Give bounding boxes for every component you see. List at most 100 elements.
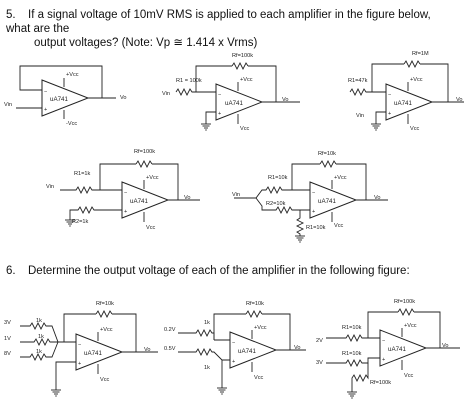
question-6-number: 6. [6, 265, 16, 277]
r2-label: R1=10k [342, 351, 362, 357]
input-resistor-1 [326, 333, 368, 343]
vcc-pos-label: +Vcc [146, 175, 159, 181]
opamp-symbol [215, 83, 264, 121]
vcc-neg-label: Vcc [254, 375, 264, 381]
vo-label: Vo [144, 347, 151, 353]
plus-sign: + [78, 361, 81, 367]
rf-resistor [135, 159, 153, 169]
opamp-symbol [379, 329, 428, 367]
opamp-symbol [309, 181, 358, 219]
vcc-pos-label: +Vcc [240, 77, 253, 83]
plus-sign: + [218, 111, 221, 117]
vcc-neg-label: Vcc [410, 126, 420, 132]
input-resistor-2 [178, 347, 230, 361]
circuit-inverting-1k: − + uA741 +Vcc Vcc Rf=100k R1=1k R2=1k V… [46, 149, 200, 231]
rf-resistor [95, 309, 113, 319]
circuit-inverting-100k: − + uA741 +Vcc Vcc Rf=100k R1 = 100k Vin… [162, 53, 300, 132]
r1-label: R1=10k [342, 325, 362, 331]
input-voltage-2: 3V [316, 360, 323, 366]
opamp-label: uA741 [225, 100, 243, 107]
input-resistor-2-label: 1k [204, 365, 210, 371]
opamp-label: uA741 [50, 96, 68, 103]
vcc-pos-label: +Vcc [100, 327, 113, 333]
circuit-mixed-inputs: − + uA741 +Vcc Vcc Rf=100k R1=10k R1=10k… [316, 299, 460, 399]
rf-resistor [403, 59, 421, 69]
question-5-line-2: output voltages? (Note: Vp ≅ 1.414 x Vrm… [34, 37, 258, 49]
plus-sign: + [312, 209, 315, 215]
ground-resistor-label: Rf=100k [370, 380, 391, 386]
question-5-number: 5. [6, 9, 16, 21]
minus-sign: − [388, 92, 391, 98]
vcc-pos-label: +Vcc [410, 77, 423, 83]
vcc-pos-label: +Vcc [66, 72, 79, 78]
rf-label: Rf=100k [394, 299, 415, 305]
plus-sign: + [232, 359, 235, 365]
rf-label: Rf=100k [232, 53, 253, 59]
question-6: 6.Determine the output voltage of each o… [6, 264, 466, 278]
circuit-summing-three-inputs: − + uA741 +Vcc Vcc Rf=10k 3V 1V 8V 1k 1k… [4, 301, 158, 397]
input-resistor-2-label: 1k [38, 334, 44, 340]
opamp-label: uA741 [388, 346, 406, 353]
opamp-label: uA741 [84, 350, 102, 357]
opamp-label: uA741 [394, 100, 412, 107]
rf-label: Rf=1M [412, 51, 429, 57]
vo-label: Vo [294, 345, 301, 351]
input-voltage-1: 2V [316, 338, 323, 344]
input-resistor-1 [178, 328, 215, 340]
vo-label: Vo [456, 97, 463, 103]
input-resistor-1-label: 1k [204, 320, 210, 326]
r1-label: R1=1k [74, 171, 91, 177]
rf-resistor [397, 307, 415, 317]
vin-label: Vin [162, 91, 170, 97]
opamp-symbol [229, 331, 278, 369]
rf-resistor [231, 61, 249, 71]
plus-sign: + [388, 111, 391, 117]
vcc-neg-label: Vcc [334, 223, 344, 229]
input-voltage-3: 8V [4, 351, 11, 357]
rf-resistor [319, 159, 337, 169]
rf-label: Rf=10k [246, 301, 264, 307]
vo-label: Vo [184, 195, 191, 201]
r3-label: R1=10k [306, 225, 326, 231]
vin-label: Vin [4, 102, 12, 108]
vcc-neg-label: Vcc [146, 225, 156, 231]
plus-sign: + [124, 209, 127, 215]
circuit-inverting-10k: − + uA741 +Vcc Vcc Rf=10k R1=10k R2=10k … [232, 151, 388, 243]
vin-label: Vin [46, 184, 54, 190]
circuit-inverting-1m: − + uA741 +Vcc Vcc Rf=1M R1=47k Vin Vo [348, 51, 464, 132]
vo-label: Vo [120, 95, 127, 101]
r2-label: R2=10k [266, 201, 286, 207]
input-resistor-3 [20, 341, 59, 362]
vo-label: Vo [282, 97, 289, 103]
minus-sign: − [382, 338, 385, 344]
vcc-neg-label: Vcc [404, 373, 414, 379]
r1-resistor [60, 185, 100, 195]
vo-label: Vo [374, 195, 381, 201]
minus-sign: − [312, 190, 315, 196]
vcc-pos-label: +Vcc [254, 325, 267, 331]
circuit-voltage-follower: − + uA741 +Vcc -Vcc Vin Vo [4, 65, 127, 127]
input-voltage-2: 1V [4, 336, 11, 342]
vcc-neg-label: Vcc [240, 126, 250, 132]
input-voltage-1: 0.2V [164, 327, 176, 333]
r3-resistor [295, 210, 305, 236]
opamp-symbol [385, 83, 434, 121]
r1-label: R1=10k [268, 175, 288, 181]
minus-sign: − [44, 89, 47, 95]
r1-resistor [234, 185, 292, 199]
question-5-text: If a signal voltage of 10mV RMS is appli… [6, 9, 431, 35]
minus-sign: − [78, 342, 81, 348]
question-5-line-1: 5.If a signal voltage of 10mV RMS is app… [6, 8, 456, 36]
plus-sign: + [44, 107, 47, 113]
vin-label: Vin [356, 113, 364, 119]
opamp-symbol [41, 79, 90, 117]
opamp-label: uA741 [238, 348, 256, 355]
opamp-label: uA741 [318, 198, 336, 205]
r1-resistor [349, 87, 372, 97]
vcc-pos-label: +Vcc [404, 323, 417, 329]
input-voltage-1: 3V [4, 320, 11, 326]
r1-label: R1 = 100k [176, 78, 202, 84]
rf-label: Rf=10k [318, 151, 336, 157]
input-resistor-1 [20, 321, 64, 343]
